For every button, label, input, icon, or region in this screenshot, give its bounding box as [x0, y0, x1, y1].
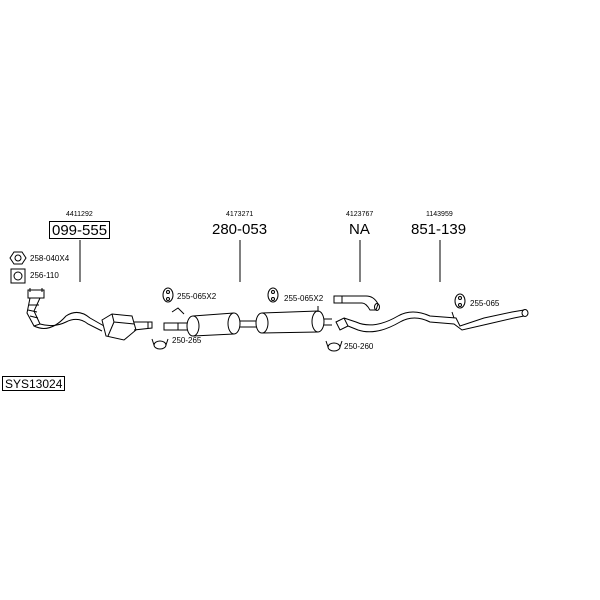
oe-number-label: 4123767 — [346, 211, 374, 218]
front-pipe-catalyst — [26, 288, 153, 341]
nut-icon — [9, 251, 27, 265]
accessory-code-label: 255-065X2 — [284, 294, 324, 303]
accessory-code-label: 258-040X4 — [30, 254, 70, 263]
clamp-icon — [325, 340, 343, 352]
connector-pipe — [333, 295, 380, 311]
oe-number-label: 4173271 — [226, 211, 254, 218]
middle-silencer-section — [163, 306, 332, 337]
part-number-label: 280-053 — [212, 221, 268, 238]
rubber-hanger-icon — [267, 287, 279, 303]
part-number-label: 099-555 — [49, 221, 111, 239]
clamp-icon — [151, 338, 169, 350]
oe-number-label: 1143959 — [426, 211, 453, 218]
part-number-label: 851-139 — [411, 221, 467, 238]
rear-pipe — [335, 309, 529, 333]
rubber-hanger-icon — [162, 287, 174, 303]
rubber-hanger-icon — [454, 293, 466, 309]
accessory-code-label: 255-065X2 — [177, 292, 217, 301]
accessory-code-label: 255-065 — [470, 299, 500, 308]
accessory-code-label: 250-265 — [172, 336, 202, 345]
gasket-icon — [10, 268, 26, 284]
accessory-code-label: 256-110 — [30, 271, 59, 280]
accessory-code-label: 250-260 — [344, 342, 374, 351]
system-code: SYS13024 — [2, 376, 66, 391]
part-number-label: NA — [349, 221, 370, 238]
oe-number-label: 4411292 — [66, 211, 93, 218]
